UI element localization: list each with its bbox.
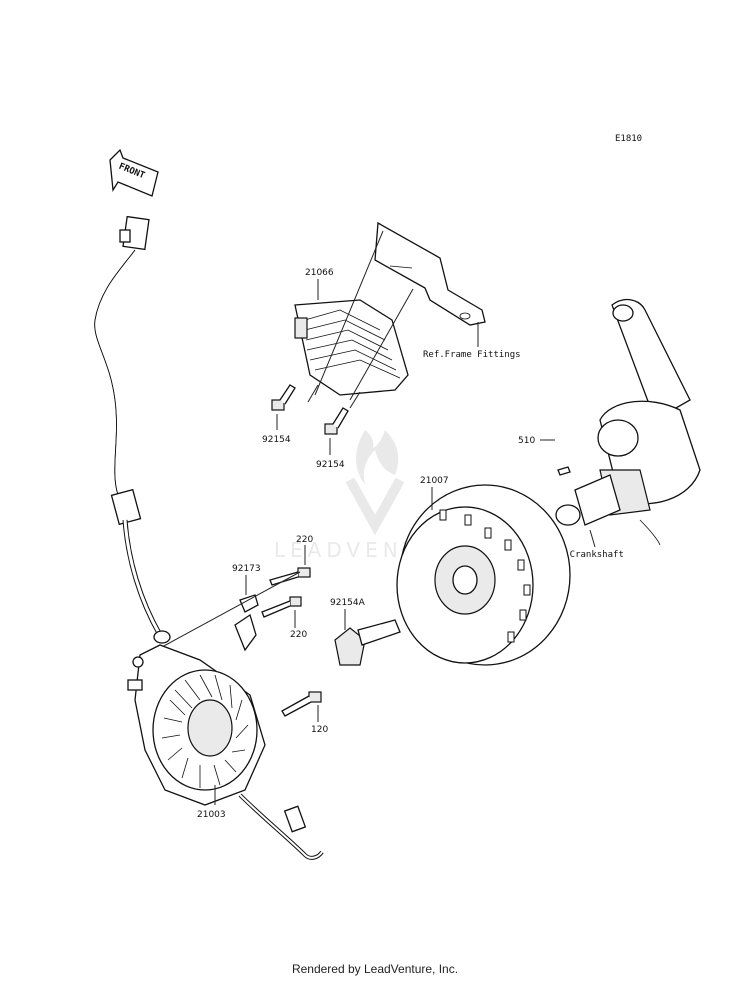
crankshaft bbox=[555, 298, 701, 546]
label-frame-fittings: Ref.Frame Fittings bbox=[423, 350, 521, 360]
screw-220-top bbox=[269, 567, 311, 586]
wiring-harness bbox=[94, 215, 171, 644]
regulator-rectifier bbox=[294, 221, 486, 409]
label-21003: 21003 bbox=[197, 810, 226, 820]
bolt-92154a bbox=[334, 619, 401, 666]
label-92154-right: 92154 bbox=[316, 460, 345, 470]
label-92154-left: 92154 bbox=[262, 435, 291, 445]
label-92154a: 92154A bbox=[330, 598, 366, 608]
flywheel-rotor bbox=[396, 484, 571, 666]
label-220-top: 220 bbox=[296, 535, 313, 545]
label-510: 510 bbox=[518, 436, 535, 446]
stator-coil bbox=[127, 644, 324, 860]
clamp-92173 bbox=[234, 594, 259, 652]
label-21066: 21066 bbox=[305, 268, 334, 278]
label-120: 120 bbox=[311, 725, 328, 735]
label-crankshaft: Ref.Crankshaft bbox=[548, 550, 624, 560]
screw-220-mid bbox=[261, 596, 302, 618]
label-21007: 21007 bbox=[420, 476, 449, 486]
label-220-mid: 220 bbox=[290, 630, 307, 640]
bolt-120 bbox=[281, 691, 322, 717]
front-arrow-icon: FRONT bbox=[109, 148, 159, 197]
diagram-code: E1810 bbox=[615, 134, 642, 144]
bolt-92154-right bbox=[324, 407, 349, 435]
bolt-92154-left bbox=[271, 384, 296, 411]
label-92173: 92173 bbox=[232, 564, 261, 574]
footer-credit: Rendered by LeadVenture, Inc. bbox=[291, 962, 459, 976]
